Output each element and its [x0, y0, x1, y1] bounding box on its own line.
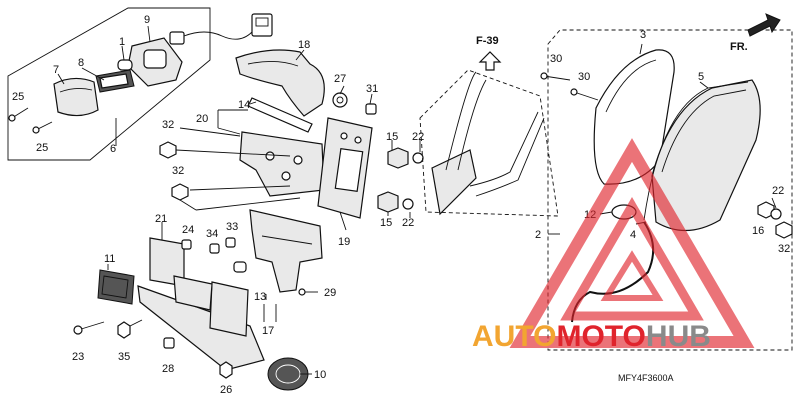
license-light-socket [127, 13, 273, 87]
callout-11: 11 [104, 253, 115, 265]
screw-30-right [570, 88, 599, 101]
callout-21: 21 [155, 213, 167, 225]
callout-24: 24 [182, 224, 194, 236]
callout-20: 20 [196, 113, 208, 125]
front-label: FR. [730, 41, 748, 53]
reference-label: F-39 [476, 35, 499, 47]
grommet-15-lower [377, 191, 399, 213]
watermark-text: AUTOMOTOHUB [472, 320, 711, 353]
callout-22-right: 22 [772, 185, 784, 197]
bolt-23 [73, 321, 105, 335]
nut-32-upper [159, 141, 177, 159]
callout-15-lower: 15 [380, 217, 392, 229]
callout-30-left: 30 [550, 53, 562, 65]
callout-35: 35 [118, 351, 130, 363]
nut-26 [219, 361, 233, 379]
callout-26: 26 [220, 384, 232, 396]
callout-6: 6 [110, 143, 116, 155]
license-lens [53, 77, 99, 117]
callout-10: 10 [314, 369, 326, 381]
drawing-code: MFY4F3600A [618, 373, 674, 383]
side-reflector [97, 269, 135, 305]
seal-strip [247, 97, 313, 133]
callout-19: 19 [338, 236, 350, 248]
callout-3: 3 [640, 29, 646, 41]
callout-13: 13 [254, 291, 266, 303]
callout-28: 28 [162, 363, 174, 375]
spacer [233, 261, 247, 273]
screw-25-lower [32, 121, 53, 134]
callout-17: 17 [262, 325, 274, 337]
nut-24 [181, 239, 192, 250]
callout-32-lower: 32 [172, 165, 184, 177]
callout-9: 9 [144, 14, 150, 26]
callout-23: 23 [72, 351, 84, 363]
callout-7: 7 [53, 64, 59, 76]
callout-31: 31 [366, 83, 378, 95]
collar-22-lower [402, 198, 414, 210]
screw-30-left [540, 72, 571, 81]
callout-16: 16 [752, 225, 764, 237]
callout-22-upper: 22 [412, 131, 424, 143]
callout-33: 33 [226, 221, 238, 233]
callout-32-upper: 32 [162, 119, 174, 131]
collar-22-right [770, 208, 782, 220]
callout-29: 29 [324, 287, 336, 299]
collar-22-upper [412, 152, 424, 164]
front-arrow-icon [747, 13, 781, 37]
license-light-group-outline [7, 7, 211, 161]
nut-32-lower [171, 183, 189, 201]
taillight-lens [593, 49, 675, 185]
callout-15-upper: 15 [386, 131, 398, 143]
frame-reference [419, 69, 559, 217]
watermark-text-auto: AUTO [472, 320, 556, 353]
watermark-logo [509, 138, 755, 348]
watermark-text-moto: MOTO [556, 320, 645, 353]
rear-cover [235, 49, 325, 117]
plate-bracket [317, 117, 373, 219]
bolt-29 [298, 288, 318, 296]
lower-bracket [249, 209, 323, 293]
bulb [117, 59, 133, 71]
gasket [95, 69, 135, 93]
callout-25-upper: 25 [12, 91, 24, 103]
nut-32-right [775, 221, 793, 239]
callout-labels: 9 1 8 7 25 25 6 18 14 20 32 32 27 31 15 … [12, 14, 790, 396]
screw-25-upper [8, 107, 29, 122]
callout-8: 8 [78, 57, 84, 69]
callout-32-right: 32 [778, 243, 790, 255]
watermark-text-hub: HUB [646, 320, 711, 353]
nut-31 [365, 103, 377, 115]
grommet-15-upper [387, 147, 409, 169]
nut-34 [209, 243, 220, 254]
housing-gasket [643, 81, 749, 221]
callout-5: 5 [698, 71, 704, 83]
callout-14: 14 [238, 99, 250, 111]
license-plate-base [173, 275, 249, 337]
callout-27: 27 [334, 73, 346, 85]
reference-arrow-up-icon [478, 51, 502, 71]
callout-30-right: 30 [578, 71, 590, 83]
taillight-group-outline [547, 29, 793, 351]
callout-22-lower: 22 [402, 217, 414, 229]
callout-1: 1 [119, 36, 125, 48]
callout-34: 34 [206, 228, 218, 240]
svg-text:AUTOMOTOHUB: AUTOMOTOHUB [472, 320, 711, 353]
bolt-35 [117, 319, 143, 339]
callout-25-lower: 25 [36, 142, 48, 154]
collar-28 [163, 337, 175, 349]
callout-18: 18 [298, 39, 310, 51]
nut-33 [225, 237, 236, 248]
callout-4: 4 [630, 229, 636, 241]
clip-27 [332, 92, 348, 108]
callout-2: 2 [535, 229, 541, 241]
license-bracket-upper [239, 131, 325, 197]
